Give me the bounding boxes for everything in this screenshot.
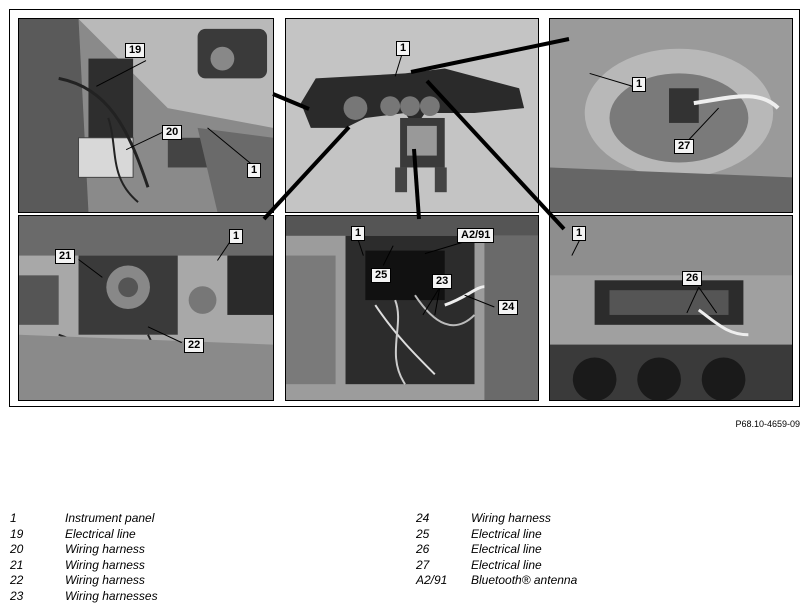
instrument-panel-illustration	[286, 19, 538, 212]
legend-item-number: 24	[416, 511, 430, 525]
legend-item-number: 23	[10, 588, 24, 603]
callout-23: 23	[432, 274, 453, 289]
callout-a2-91: A2/91	[457, 228, 495, 243]
callout-1: 1	[632, 77, 647, 92]
legend-item-number: 21	[10, 557, 24, 572]
figure-reference: P68.10-4659-09	[735, 419, 800, 429]
legend-item-number: 19	[10, 526, 24, 541]
legend-item: 25 Electrical line	[416, 527, 577, 543]
legend-item: 22 Wiring harness	[10, 573, 158, 589]
legend-item-text: Electrical line	[65, 526, 136, 541]
callout-24: 24	[498, 300, 519, 315]
legend-item: 1 Instrument panel	[10, 511, 158, 527]
center-console-illustration	[286, 216, 538, 400]
legend-item: 21 Wiring harness	[10, 558, 158, 574]
vent-connector-illustration	[550, 216, 792, 400]
legend-item-number: 20	[10, 542, 24, 556]
legend-item-text: Electrical line	[471, 557, 542, 572]
callout-1: 1	[351, 226, 366, 241]
legend-item: 20 Wiring harness	[10, 542, 158, 558]
photo-dash-top-detail: 1 27	[549, 18, 793, 213]
legend-item-text: Bluetooth® antenna	[471, 573, 578, 587]
legend-item: 23 Wiring harnesses	[10, 589, 158, 605]
callout-22: 22	[184, 338, 205, 353]
dash-top-illustration	[550, 19, 792, 212]
photo-steering-column-area: 21 1 22	[18, 215, 274, 401]
callout-1: 1	[572, 226, 587, 241]
legend-item-text: Electrical line	[471, 542, 542, 556]
legend-item-number: 26	[416, 542, 430, 556]
footwell-illustration	[19, 19, 273, 212]
legend-item-text: Electrical line	[471, 526, 542, 541]
steering-column-illustration	[19, 216, 273, 400]
legend-item-number: 22	[10, 573, 24, 587]
photo-footwell-left: 19 20 1	[18, 18, 274, 213]
legend-item-text: Wiring harness	[471, 511, 551, 525]
service-figure: 19 20 1 1	[9, 9, 800, 407]
callout-1: 1	[396, 41, 411, 56]
legend-item-text: Wiring harnesses	[65, 588, 158, 603]
legend-item: 19 Electrical line	[10, 527, 158, 543]
legend-item: 27 Electrical line	[416, 558, 577, 574]
callout-21: 21	[55, 249, 76, 264]
legend-item-text: Wiring harness	[65, 542, 145, 556]
legend-item-number: 1	[10, 511, 17, 525]
legend-item-number: 27	[416, 557, 430, 572]
photo-vent-connector-detail: 1 26	[549, 215, 793, 401]
legend-item-text: Wiring harness	[65, 573, 145, 587]
callout-20: 20	[162, 125, 183, 140]
legend-item-text: Instrument panel	[65, 511, 155, 525]
callout-25: 25	[371, 268, 392, 283]
callout-1: 1	[247, 163, 262, 178]
legend-item-number: A2/91	[416, 573, 448, 587]
callout-27: 27	[674, 139, 695, 154]
callout-1: 1	[229, 229, 244, 244]
legend-item: 24 Wiring harness	[416, 511, 577, 527]
callout-19: 19	[125, 43, 146, 58]
legend-item-text: Wiring harness	[65, 557, 145, 572]
callout-26: 26	[682, 271, 703, 286]
photo-instrument-panel-overview: 1	[285, 18, 539, 213]
legend-item: A2/91 Bluetooth® antenna	[416, 573, 577, 589]
legend-item: 26 Electrical line	[416, 542, 577, 558]
legend-item-number: 25	[416, 526, 430, 541]
photo-center-console-wiring: 1 A2/91 25 23 24	[285, 215, 539, 401]
